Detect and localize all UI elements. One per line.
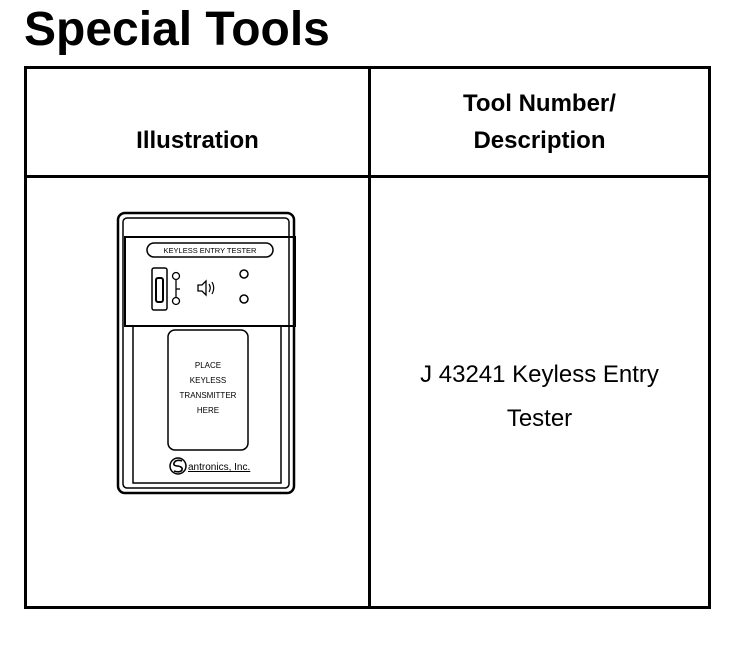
header-illustration: Illustration <box>27 69 368 175</box>
illustration-cell: KEYLESS ENTRY TESTER <box>27 178 368 606</box>
antronics-logo-icon <box>169 457 187 475</box>
tester-lower-panel <box>132 325 282 484</box>
pocket-instruction-line-2: KEYLESS <box>190 376 226 385</box>
special-tools-table: Illustration Tool Number/ Description KE… <box>24 66 711 609</box>
header-illustration-label: Illustration <box>136 127 259 154</box>
tool-description: J 43241 Keyless Entry Tester <box>380 353 700 606</box>
pocket-instruction-line-3: TRANSMITTER <box>180 391 237 400</box>
tester-label-text: KEYLESS ENTRY TESTER <box>164 246 258 255</box>
header-tool-number-description: Tool Number/ Description <box>371 69 708 175</box>
keyless-entry-tester-illustration: KEYLESS ENTRY TESTER <box>116 211 296 495</box>
description-cell: J 43241 Keyless Entry Tester <box>371 178 708 606</box>
brand-name: antronics, Inc. <box>188 462 250 473</box>
speaker-icon <box>197 279 215 297</box>
tester-inner-bezel <box>122 217 290 489</box>
tool-description-line-2: Tester <box>506 405 573 432</box>
page-title: Special Tools <box>24 3 330 56</box>
tool-description-line-1: J 43241 Keyless Entry <box>420 361 659 388</box>
column-divider <box>368 69 371 606</box>
header-description-label: Description <box>473 127 606 154</box>
pocket-instruction-line-4: HERE <box>197 406 219 415</box>
tester-label-pill <box>146 242 274 258</box>
header-divider <box>27 175 708 178</box>
transmitter-pocket <box>167 329 249 451</box>
switch-icon <box>151 267 181 311</box>
indicator-light-icon <box>239 269 249 304</box>
header-tool-number-label: Tool Number/ <box>463 90 616 117</box>
pocket-instruction-line-1: PLACE <box>195 361 221 370</box>
